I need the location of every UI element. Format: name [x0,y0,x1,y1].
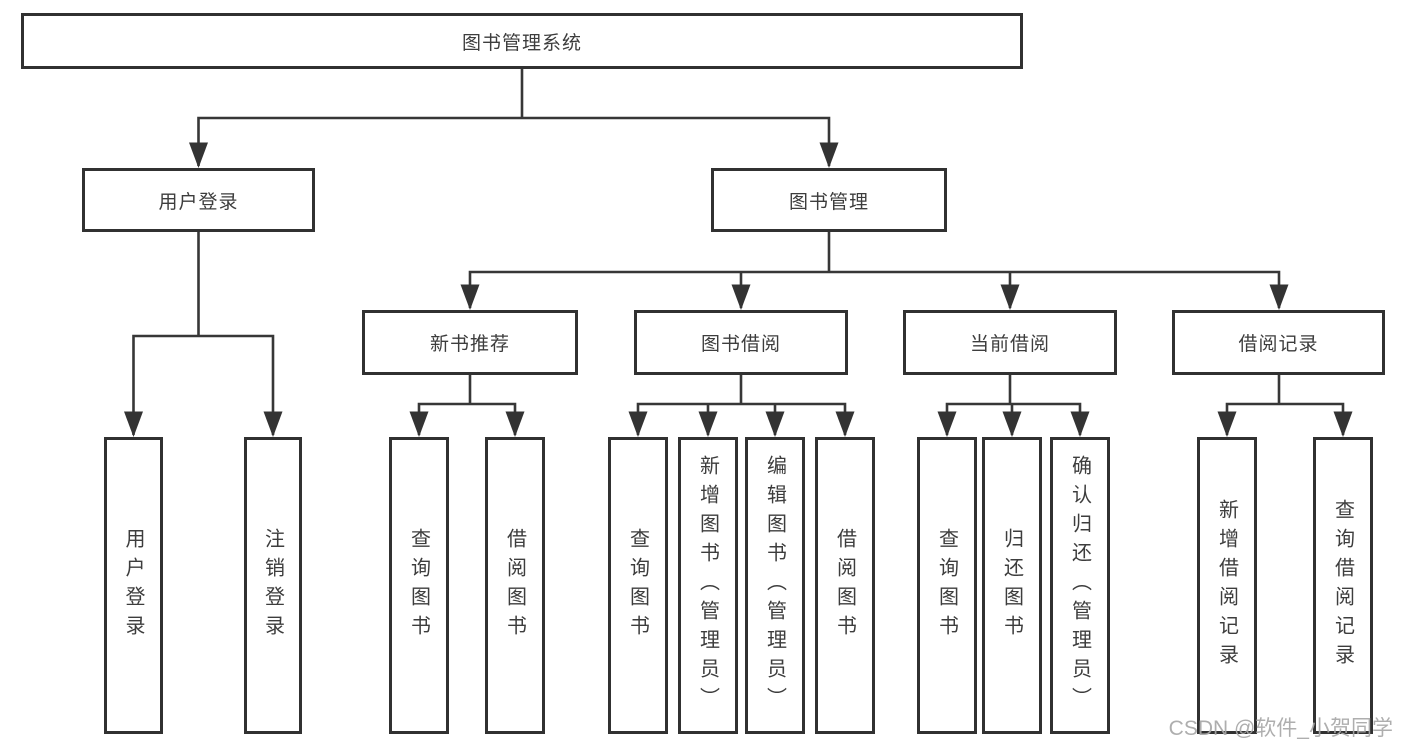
leaf-borrow-books-borrowing: 借阅图书 [815,437,875,734]
leaf-return-books: 归还图书 [982,437,1042,734]
leaf-label: 借阅图书 [503,527,526,644]
leaf-label: 查询图书 [935,527,958,644]
leaf-label: 新增图书（管理员） [696,455,719,716]
leaf-label: 借阅图书 [833,527,856,644]
leaf-query-books-current: 查询图书 [917,437,977,734]
leaf-add-borrow-record: 新增借阅记录 [1197,437,1257,734]
leaf-label: 查询图书 [407,527,430,644]
leaf-label: 确认归还（管理员） [1068,455,1091,716]
leaf-user-login: 用户登录 [104,437,163,734]
node-user-login: 用户登录 [82,168,315,232]
leaf-borrow-books-recommend: 借阅图书 [485,437,545,734]
leaf-label: 查询借阅记录 [1331,498,1354,673]
leaf-label: 注销登录 [261,527,284,644]
leaf-label: 查询图书 [626,527,649,644]
leaf-label: 用户登录 [122,527,144,644]
leaf-query-borrow-record: 查询借阅记录 [1313,437,1373,734]
leaf-query-books-recommend: 查询图书 [389,437,449,734]
node-borrowing-records: 借阅记录 [1172,310,1385,375]
node-book-borrowing: 图书借阅 [634,310,848,375]
node-book-management: 图书管理 [711,168,947,232]
leaf-add-books-admin: 新增图书（管理员） [678,437,738,734]
node-new-book-recommendation: 新书推荐 [362,310,578,375]
leaf-label: 新增借阅记录 [1215,498,1238,673]
leaf-query-books-borrowing: 查询图书 [608,437,668,734]
csdn-watermark: CSDN @软件_小贺同学 [1168,717,1393,740]
leaf-edit-books-admin: 编辑图书（管理员） [745,437,805,734]
leaf-label: 编辑图书（管理员） [763,455,786,716]
node-current-borrowing: 当前借阅 [903,310,1117,375]
leaf-logout: 注销登录 [244,437,302,734]
leaf-label: 归还图书 [1000,527,1023,644]
leaf-confirm-return-admin: 确认归还（管理员） [1050,437,1110,734]
node-book-management-system: 图书管理系统 [21,13,1023,69]
